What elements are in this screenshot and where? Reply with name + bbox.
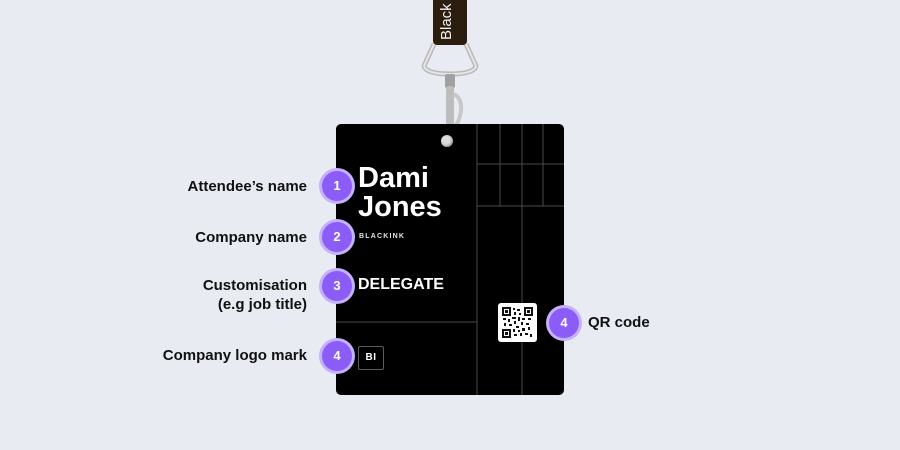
label-qr-code: QR code	[588, 314, 650, 331]
label-company-name: Company name	[195, 229, 307, 246]
label-company-logo-mark: Company logo mark	[162, 347, 307, 364]
label-customisation: Customisation (e.g job title)	[202, 277, 307, 313]
badge-grid-pattern	[336, 124, 564, 395]
lanyard-clip-icon	[421, 42, 479, 131]
company-logo-mark: BI	[358, 346, 384, 370]
callout-number-4-qr: 4	[549, 308, 579, 338]
attendee-name: Dami Jones	[358, 162, 442, 223]
callout-number-1: 1	[322, 171, 352, 201]
job-title: DELEGATE	[358, 276, 444, 293]
lanyard-hole	[441, 135, 453, 147]
company-name: BLACKINK	[359, 233, 406, 240]
callout-number-2: 2	[322, 222, 352, 252]
callout-number-3: 3	[322, 271, 352, 301]
name-badge: Dami Jones BLACKINK DELEGATE BI	[336, 124, 564, 395]
qr-code-icon	[502, 307, 533, 338]
label-attendee-name: Attendee’s name	[187, 178, 307, 195]
lanyard-strap: Black	[433, 0, 467, 45]
callout-number-4-logo: 4	[322, 341, 352, 371]
qr-code	[498, 303, 537, 342]
